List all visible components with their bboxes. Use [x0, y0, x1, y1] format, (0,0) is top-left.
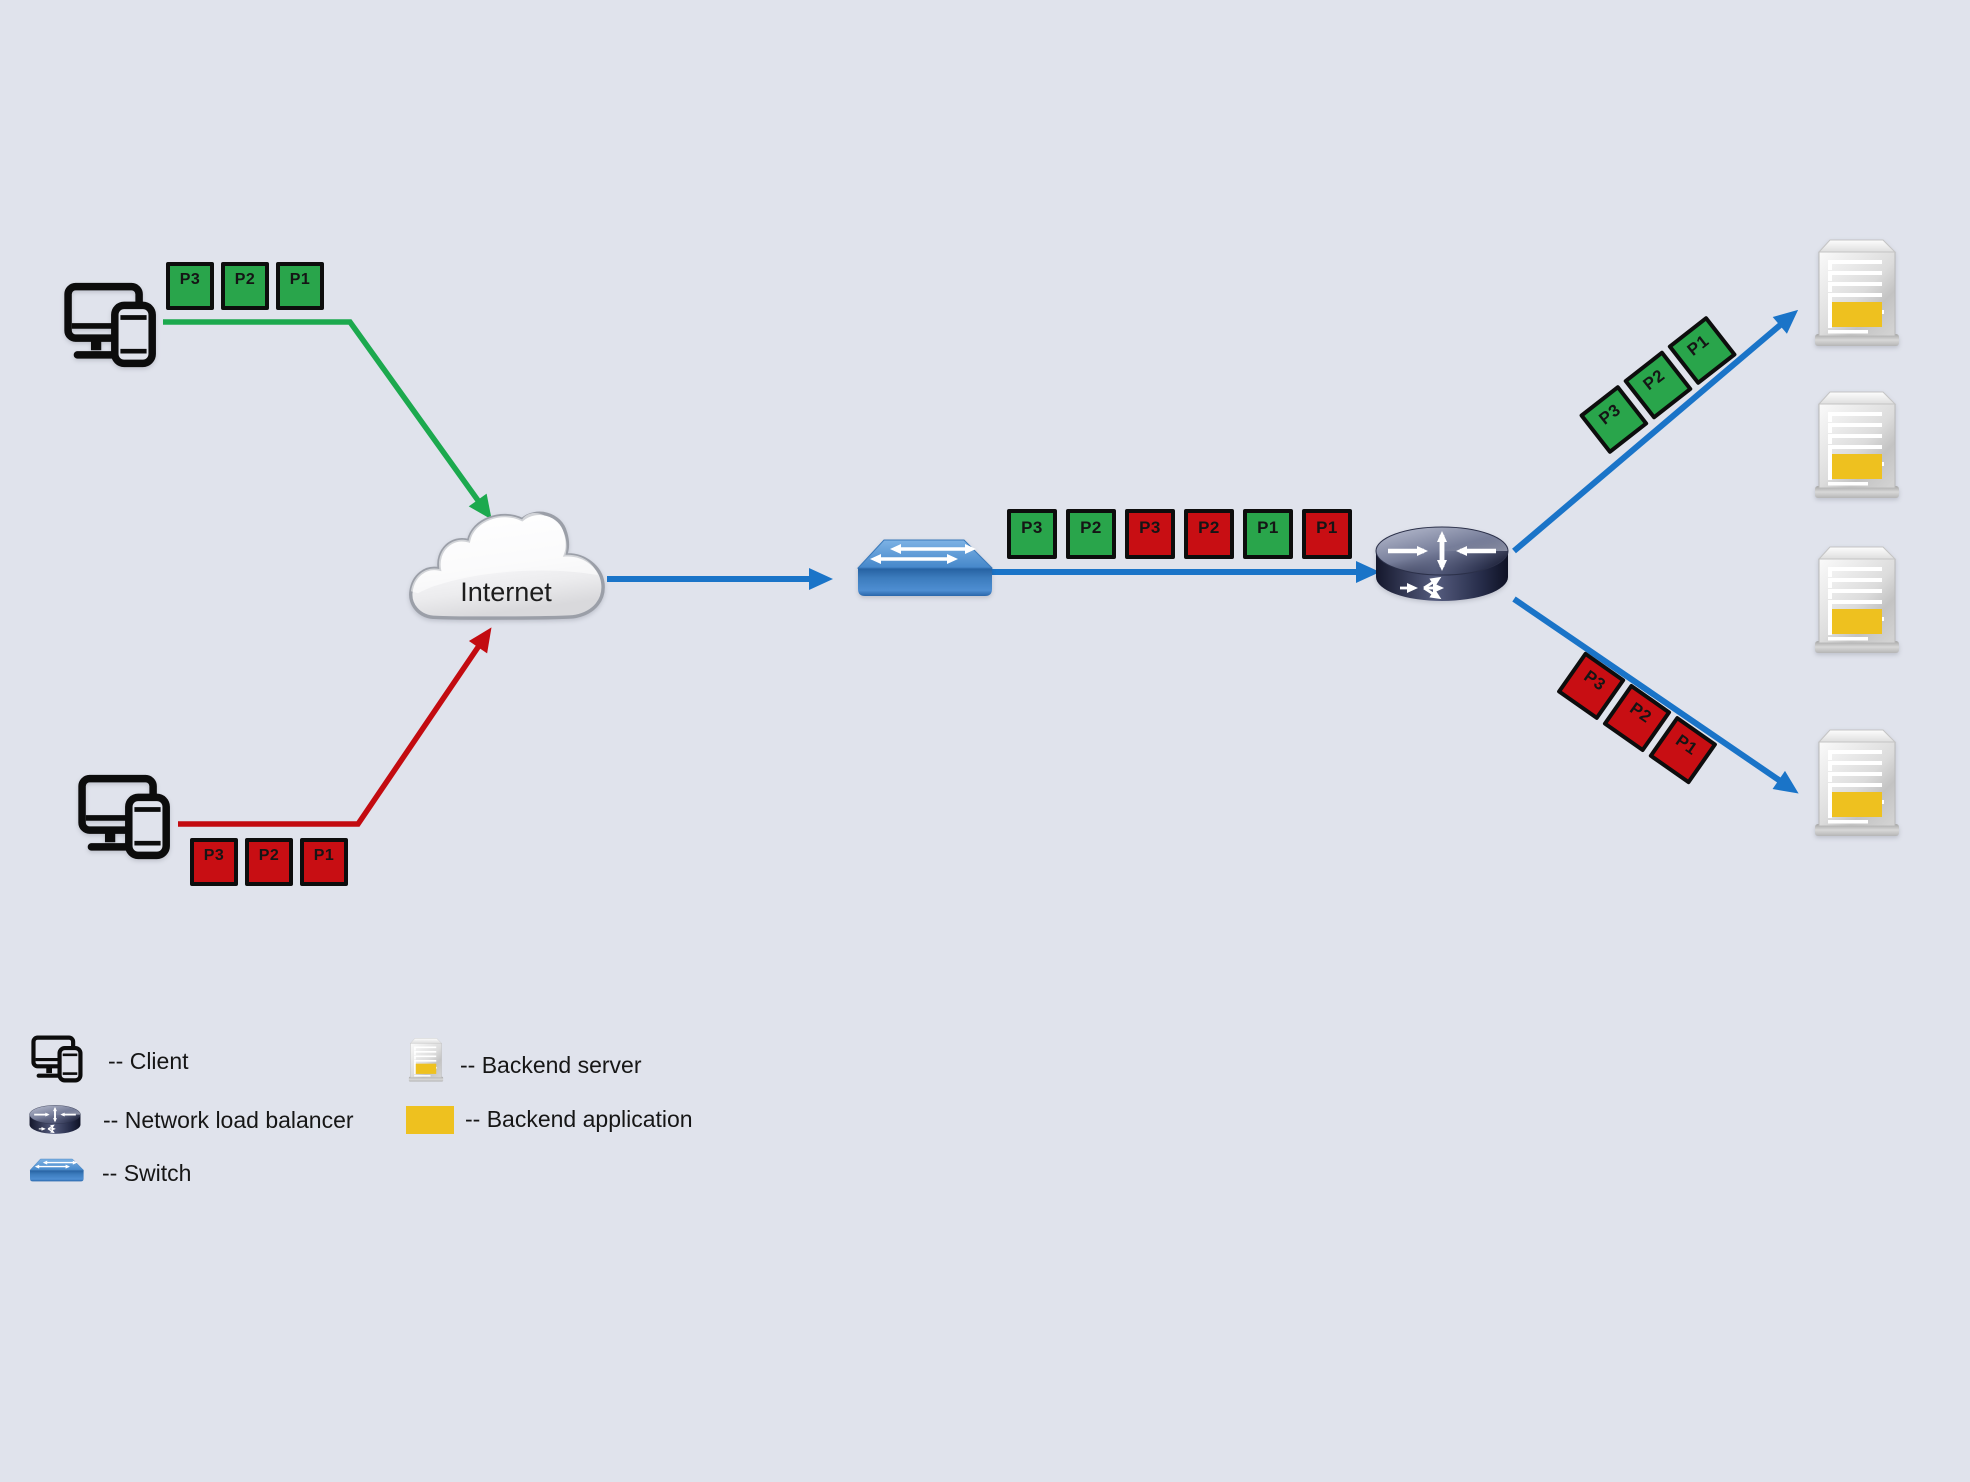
legend-load-balancer-icon: [28, 1102, 82, 1138]
legend-load-balancer-label: -- Network load balancer: [103, 1107, 354, 1133]
legend-client-icon: [30, 1035, 86, 1083]
legend-switch-label: -- Switch: [102, 1160, 192, 1186]
legend-backend-server-label: -- Backend server: [460, 1052, 642, 1078]
client2-to-internet-arrow: [178, 627, 492, 827]
internet-label: Internet: [460, 577, 552, 607]
packet-row-switch-to-lb: P3 P2 P3 P2 P1 P1: [1007, 509, 1352, 559]
internet-cloud: [406, 504, 618, 638]
packet: P3: [166, 262, 214, 310]
legend-backend-server-icon: [408, 1036, 444, 1084]
packet: P3: [1125, 509, 1175, 559]
server-icon-3: [1813, 545, 1901, 655]
packet: P2: [1066, 509, 1116, 559]
legend-backend-application-label: -- Backend application: [465, 1106, 693, 1132]
packet: P2: [221, 262, 269, 310]
switch-icon: [848, 534, 998, 606]
packet: P1: [276, 262, 324, 310]
legend-backend-application-swatch: [406, 1106, 454, 1134]
server-icon-4: [1813, 728, 1901, 838]
server-icon-1: [1813, 238, 1901, 348]
packet: P3: [190, 838, 238, 886]
packet: P2: [245, 838, 293, 886]
client-icon-top: [62, 282, 162, 368]
packet: P1: [1243, 509, 1293, 559]
packet-row-client-top: P3 P2 P1: [166, 262, 324, 310]
client-icon-bottom: [76, 774, 176, 860]
legend-switch-icon: [26, 1155, 86, 1187]
load-balancer-icon: [1372, 521, 1512, 609]
packet-row-client-bottom: P3 P2 P1: [190, 838, 348, 886]
server-icon-2: [1813, 390, 1901, 500]
lb-to-server4-arrow: [1512, 596, 1799, 794]
lb-to-server1-arrow: [1512, 309, 1799, 554]
packet: P3: [1007, 509, 1057, 559]
client1-to-internet-arrow: [163, 319, 492, 520]
packet: P1: [300, 838, 348, 886]
packet: P1: [1302, 509, 1352, 559]
legend-client-label: -- Client: [108, 1048, 189, 1074]
packet: P2: [1184, 509, 1234, 559]
